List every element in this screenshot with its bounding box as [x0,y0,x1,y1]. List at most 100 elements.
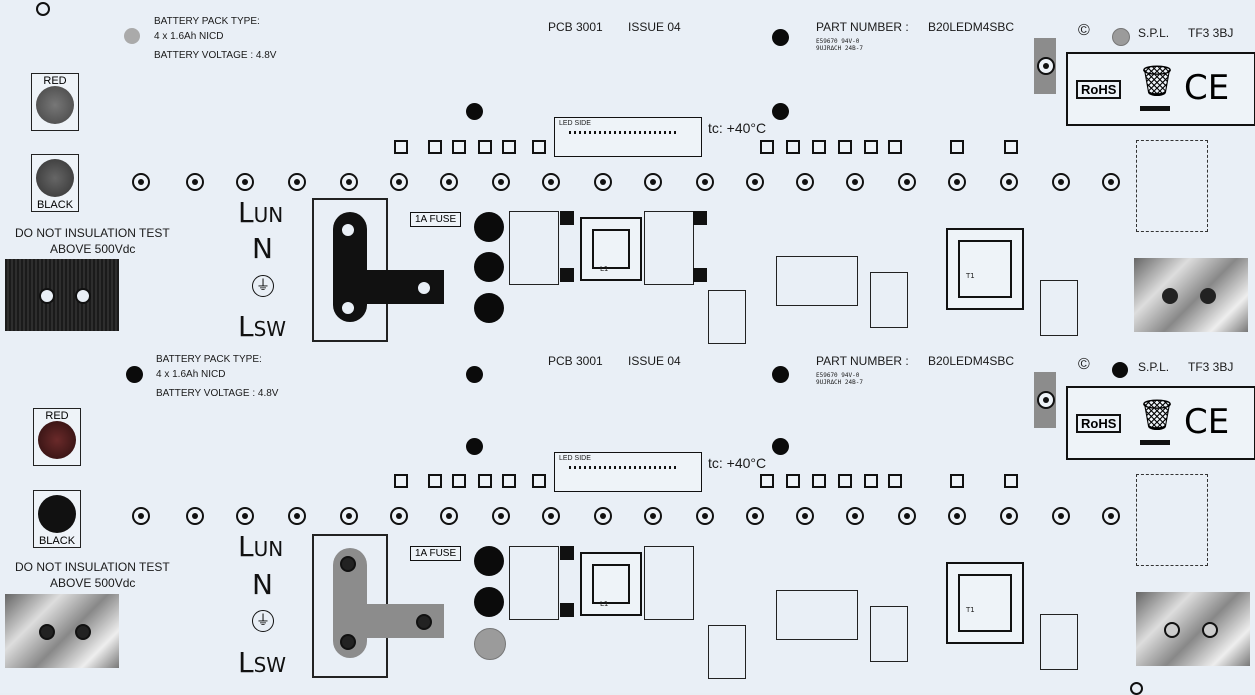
battery-type-label: BATTERY PACK TYPE: [156,354,262,365]
capacitor-c22 [870,606,908,662]
compliance-box: RoHS 🗑 CE [1066,52,1255,126]
battery-type-value: 4 x 1.6Ah NICD [154,31,224,42]
via-pad [1037,391,1055,409]
corner-via [1130,682,1143,695]
terminal-hole [416,280,432,296]
t1-designator: T1 [966,272,975,280]
heatsink-hole [75,624,91,640]
part-number-value: B20LEDM4SBC [928,354,1015,368]
fuse-label: 1A FUSE [410,212,462,227]
red-pad-circle [36,86,74,124]
battery-type-value: 4 x 1.6Ah NICD [156,369,226,380]
capacitor-c4 [644,546,694,620]
black-battery-pad: BLACK [31,154,79,212]
inductor-l1 [580,552,642,616]
live-switched-label: LSW [238,310,287,343]
issue-number: ISSUE 04 [628,354,681,368]
black-pad-circle [36,159,74,197]
neutral-label: N [252,568,273,601]
live-unswitched-label: LUN [238,530,284,563]
terminal-hole [416,614,432,630]
neutral-pad [474,252,504,282]
pcb-number: PCB 3001 [548,20,603,34]
fuse-label: 1A FUSE [410,546,462,561]
l1-designator: L1 [600,600,609,608]
live-unswitched-label: LUN [238,196,284,229]
switched-pad [474,628,506,660]
smd-pad [693,211,707,225]
heatsink-hole [1200,288,1216,304]
warning-line2: ABOVE 500Vdc [50,242,136,256]
mounting-hole [466,103,483,120]
led-side-box: LED SIDE [554,117,702,157]
ic-cluster [1136,474,1208,566]
compliance-box: RoHS 🗑 CE [1066,386,1255,460]
terminal-hole [340,556,356,572]
battery-type-label: BATTERY PACK TYPE: [154,16,260,27]
black-battery-pad: BLACK [33,490,81,548]
company-postcode: TF3 3BJ [1188,26,1234,40]
t1-designator: T1 [966,606,975,614]
led-side-box: LED SIDE [554,452,702,492]
copyright-symbol: © [1078,356,1090,373]
ul-code-line1: E59670 94V-0 [816,38,860,45]
issue-number: ISSUE 04 [628,20,681,34]
ic-footprint [776,590,858,640]
terminal-hole [340,300,356,316]
weee-bin-icon: 🗑 [1138,65,1177,98]
corner-via [36,2,50,16]
inductor-l1 [580,217,642,281]
ce-mark: CE [1184,402,1230,442]
pcb-panel-top: BATTERY PACK TYPE: 4 x 1.6Ah NICD BATTER… [0,0,1255,344]
inductor-core [592,564,630,604]
transformer-t1 [946,228,1024,310]
heatsink-pad-right [1134,258,1248,332]
smd-pad [693,268,707,282]
smd-pad [560,268,574,282]
mounting-hole [466,438,483,455]
neutral-pad [474,587,504,617]
red-label: RED [45,410,69,422]
smd-pad [560,546,574,560]
temperature-rating: tc: +40°C [708,120,767,136]
rohs-mark: RoHS [1076,80,1122,99]
capacitor-c19 [1040,280,1078,336]
black-pad-circle [38,495,76,533]
red-battery-pad: RED [31,73,79,131]
capacitor-c24 [708,625,746,679]
mounting-hole [772,438,789,455]
red-pad-circle [38,421,76,459]
mounting-hole [772,29,789,46]
heatsink-pad [5,594,119,668]
l1-designator: L1 [600,265,609,273]
led-side-label: LED SIDE [559,120,591,127]
mounting-hole [1112,362,1128,378]
capacitor-c22 [870,272,908,328]
transformer-core [958,240,1012,298]
capacitor-c4 [644,211,694,285]
neutral-label: N [252,232,273,265]
earth-symbol-icon [252,610,274,632]
rohs-mark: RoHS [1076,414,1122,433]
ul-code-line1: E59670 94V-0 [816,372,860,379]
mounting-hole [126,366,143,383]
switched-pad [474,293,504,323]
battery-voltage: BATTERY VOLTAGE : 4.8V [154,50,277,61]
mounting-hole [466,366,483,383]
via-pad [1037,57,1055,75]
heatsink-hole [1202,622,1218,638]
black-label: BLACK [36,199,74,211]
red-battery-pad: RED [33,408,81,466]
weee-bin-icon: 🗑 [1138,399,1177,432]
led-pin-row [569,131,679,134]
terminal-hole [340,634,356,650]
fuse-pad [474,212,504,242]
live-switched-label: LSW [238,646,287,679]
inductor-core [592,229,630,269]
temperature-rating: tc: +40°C [708,455,767,471]
ul-code-line2: 9UJRΔCH 24B-7 [816,45,863,52]
capacitor-c16 [509,546,559,620]
transformer-t1 [946,562,1024,644]
part-number-label: PART NUMBER : [816,354,909,368]
